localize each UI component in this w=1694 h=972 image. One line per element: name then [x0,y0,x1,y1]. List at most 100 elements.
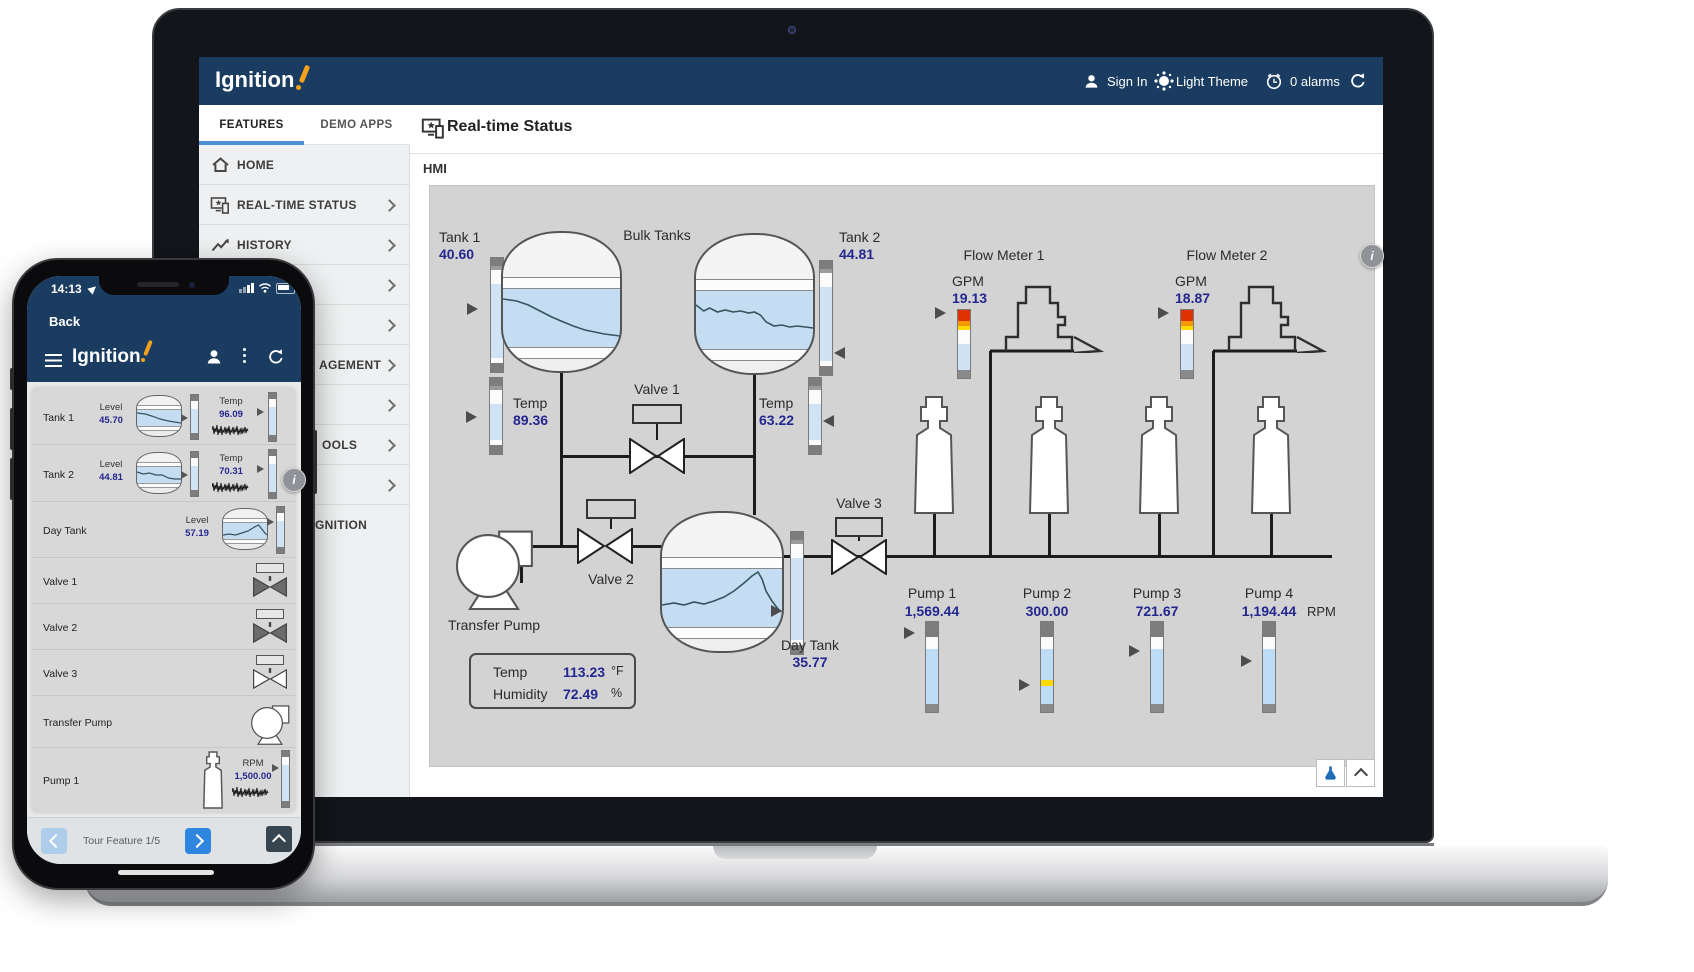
list-item-transfer-pump[interactable]: Transfer Pump [32,696,295,748]
pump3-gauge [1150,621,1164,713]
pipe-segment [753,373,756,515]
hmi-subtitle: HMI [423,161,447,176]
collapse-panel-button[interactable] [1346,759,1375,787]
row-metric-label: Level [99,402,123,413]
valve3-graphic[interactable] [831,539,887,575]
transfer-pump-graphic[interactable] [451,519,537,613]
page-title: Real-time Status [447,118,573,135]
tour-info-button[interactable]: i [1360,244,1384,268]
tank1-graphic[interactable] [501,231,622,373]
valve2-graphic[interactable] [577,528,633,564]
transfer-pump-icon [251,705,290,745]
phone-volume-down [10,458,14,500]
gauge-pointer [823,415,834,427]
mini-tank-graphic [222,508,268,550]
location-arrow-icon [87,283,99,295]
tour-next-button[interactable] [185,828,211,854]
laptop-camera [788,26,796,34]
flow-meter2-label: Flow Meter 2 [1186,247,1268,263]
alarms-indicator[interactable]: 0 alarms [1265,57,1340,105]
header-divider [410,153,1383,154]
tab-features[interactable]: FEATURES [199,105,304,145]
chevron-right-icon [383,439,396,452]
refresh-button[interactable] [1349,57,1367,105]
pipe-segment [560,371,563,548]
phone-logo-mark-icon [143,339,153,357]
row-metric-value: 1,500.00 [234,771,272,782]
mini-gauge [190,451,199,497]
valve1-actuator [632,404,682,424]
row-temp-label: Temp [219,453,243,464]
arrow-right-icon [189,833,204,849]
theme-toggle[interactable]: Light Theme [1159,57,1248,105]
sidebar-item-realtime-status[interactable]: REAL-TIME STATUS [199,185,410,225]
back-button[interactable]: Back [49,314,81,329]
gauge-pointer [181,471,188,479]
env-temp-unit: °F [611,664,624,678]
valve2-label: Valve 2 [588,571,634,587]
pump1-graphic[interactable] [906,395,962,515]
row-name: Valve 2 [43,622,78,634]
list-item-tank2[interactable]: Tank 2 Level 44.81 Temp 70.31 [32,445,295,502]
tank2-graphic[interactable] [694,233,815,375]
list-item-valve2[interactable]: Valve 2 [32,604,295,650]
valve3-stem [858,537,860,541]
pipe-segment [989,351,992,557]
sidebar-item-about-ignition[interactable]: GNITION [199,505,410,545]
valve1-graphic[interactable] [629,438,685,474]
phone-refresh-icon[interactable] [267,348,285,366]
gauge-pointer [257,408,264,416]
flow-meter1-gauge [957,309,971,379]
phone-user-icon[interactable] [205,348,223,366]
list-item-day-tank[interactable]: Day Tank Level 57.19 [32,502,295,558]
list-item-valve1[interactable]: Valve 1 [32,558,295,604]
tab-demo-apps[interactable]: DEMO APPS [304,105,409,145]
flow-meter2-graphic[interactable] [1211,273,1329,353]
pump3-graphic[interactable] [1131,395,1187,515]
ignition-logo: Ignition [215,67,295,92]
flow-meter1-unit: GPM [952,273,984,289]
valve1-label: Valve 1 [634,381,680,397]
valve-closed-icon [253,622,287,644]
sidebar-item-home[interactable]: HOME [199,145,410,185]
chevron-up-icon [1353,767,1368,783]
sign-in-button[interactable]: Sign In [1083,57,1147,105]
row-name: Tank 1 [43,412,74,424]
menu-icon[interactable] [45,354,62,357]
gauge-pointer [1129,645,1140,657]
gauge-pointer [834,347,845,359]
rpm-unit-label: RPM [1307,604,1336,619]
pump2-value: 300.00 [1025,603,1069,619]
row-name: Tank 2 [43,469,74,481]
overflow-menu-icon[interactable] [243,348,247,352]
mini-gauge [276,506,285,554]
pump4-graphic[interactable] [1243,395,1299,515]
temp2-label: Temp [759,395,794,411]
sidebar-tabs: FEATURES DEMO APPS [199,105,410,145]
tour-prev-button[interactable] [41,828,67,854]
sidebar-item-history[interactable]: HISTORY [199,225,410,265]
chevron-right-icon [383,319,396,332]
sidebar-item-home-label: HOME [237,158,275,172]
phone-home-indicator[interactable] [118,870,214,875]
phone-power-button [313,430,317,494]
phone-tour-info-button[interactable]: i [282,468,306,492]
day-tank-graphic[interactable] [660,511,784,653]
gauge-pointer [1241,655,1252,667]
row-temp-value: 96.09 [219,409,243,420]
pump1-label: Pump 1 [907,585,957,601]
chevron-right-icon [383,359,396,372]
pump2-graphic[interactable] [1021,395,1077,515]
gauge-pointer [1158,307,1169,319]
phone-collapse-button[interactable] [266,826,292,852]
person-icon [1085,74,1098,88]
list-item-tank1[interactable]: Tank 1 Level 45.70 Temp 96.09 [32,388,295,445]
tank2-sparkline [696,304,813,329]
flow-meter1-graphic[interactable] [988,273,1106,353]
list-item-pump1[interactable]: Pump 1 RPM 1,500.00 [32,748,295,812]
test-mode-button[interactable] [1316,759,1345,787]
gauge-pointer [181,414,188,422]
phone-logo-mark-dot [141,358,145,362]
list-item-valve3[interactable]: Valve 3 [32,650,295,696]
sun-icon [1159,76,1169,86]
